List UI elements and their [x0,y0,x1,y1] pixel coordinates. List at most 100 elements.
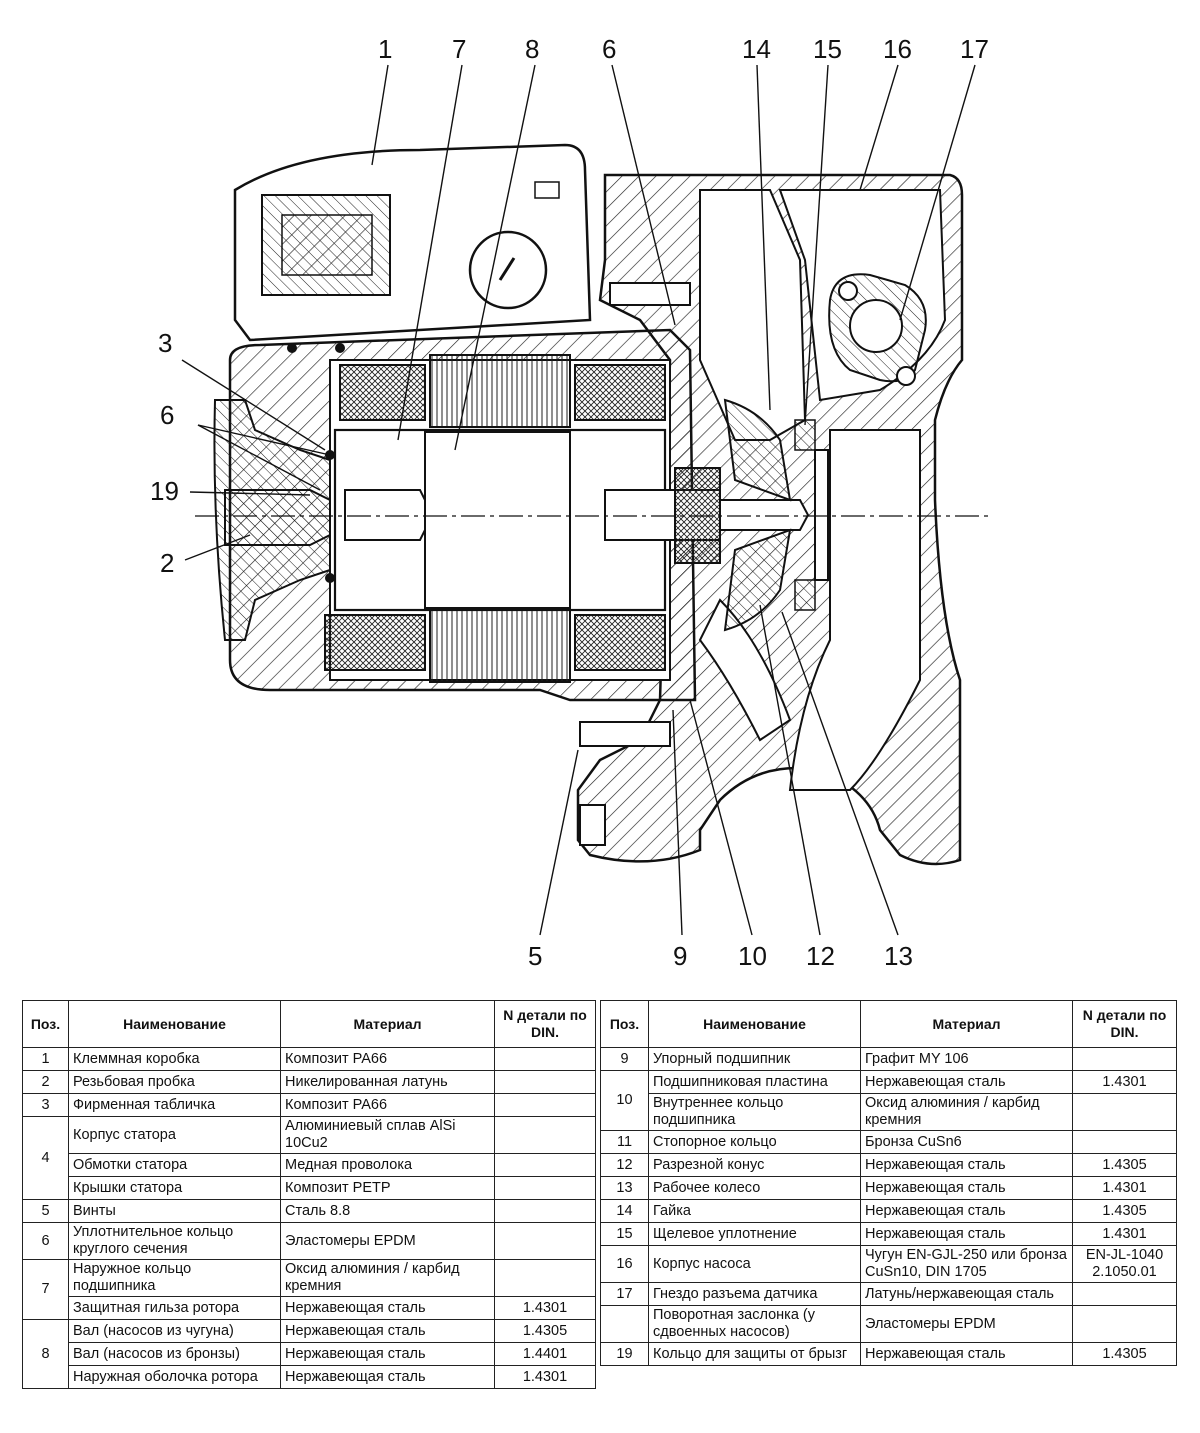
cell-din: EN-JL-1040 2.1050.01 [1072,1245,1177,1283]
cell-pos: 8 [22,1319,69,1389]
cell-din [494,1153,596,1177]
header-name: Наименование [68,1000,281,1048]
leader-lines [181,64,976,936]
cell-material: Латунь/нержавеющая сталь [860,1282,1073,1306]
cell-pos: 14 [600,1199,649,1223]
table-row: 12 Разрезной конус Нержавеющая сталь 1.4… [600,1153,1177,1177]
cell-din [1072,1305,1177,1343]
cell-name: Наружная оболочка ротора [68,1365,281,1389]
cell-din: 1.4301 [494,1296,596,1320]
cell-din: 1.4301 [1072,1070,1177,1094]
cell-name: Подшипниковая пластина [648,1070,861,1094]
cell-pos: 6 [22,1222,69,1260]
header-din: N детали по DIN. [1072,1000,1177,1048]
cell-name: Гайка [648,1199,861,1223]
table-row: 15 Щелевое уплотнение Нержавеющая сталь … [600,1222,1177,1246]
cell-name: Резьбовая пробка [68,1070,281,1094]
cell-pos: 2 [22,1070,69,1094]
cell-pos: 3 [22,1093,69,1117]
cell-name: Корпус насоса [648,1245,861,1283]
end-cap [213,343,345,641]
cell-pos: 7 [22,1259,69,1320]
cell-name: Вал (насосов из бронзы) [68,1342,281,1366]
cell-name: Вал (насосов из чугуна) [68,1319,281,1343]
cell-material: Алюминиевый сплав AlSi 10Cu2 [280,1116,495,1154]
cell-name: Фирменная табличка [68,1093,281,1117]
table-row: 13 Рабочее колесо Нержавеющая сталь 1.43… [600,1176,1177,1200]
cell-pos [600,1305,649,1343]
cell-pos: 12 [600,1153,649,1177]
cell-din: 1.4305 [494,1319,596,1343]
cell-pos: 17 [600,1282,649,1306]
cell-pos: 4 [22,1116,69,1200]
cell-name: Крышки статора [68,1176,281,1200]
cell-pos: 5 [22,1199,69,1223]
cell-din [1072,1130,1177,1154]
cell-pos: 9 [600,1047,649,1071]
callout-label: 5 [528,941,542,971]
table-row: 6 Уплотнительное кольцо круглого сечения… [22,1222,596,1260]
table-row: Обмотки статора Медная проволока [23,1153,596,1177]
cell-din [494,1047,596,1071]
cell-din [1072,1093,1177,1131]
table-row: Вал (насосов из бронзы) Нержавеющая стал… [23,1342,596,1366]
table-row: Защитная гильза ротора Нержавеющая сталь… [23,1296,596,1320]
cell-din: 1.4301 [1072,1222,1177,1246]
screws [579,282,691,846]
cell-material: Сталь 8.8 [280,1199,495,1223]
terminal-box [233,143,592,342]
callout-label: 10 [738,941,767,971]
cell-name: Щелевое уплотнение [648,1222,861,1246]
cell-material: Нержавеющая сталь [280,1342,495,1366]
table-row: Внутреннее кольцо подшипника Оксид алюми… [601,1093,1177,1131]
cell-material: Нержавеющая сталь [860,1199,1073,1223]
cell-din [494,1070,596,1094]
table-row: 14 Гайка Нержавеющая сталь 1.4305 [600,1199,1177,1223]
callout-label: 17 [960,34,989,64]
callout-label: 7 [452,34,466,64]
callout-label: 2 [160,548,174,578]
callout-label: 1 [378,34,392,64]
table-row: 1 Клеммная коробка Композит PA66 [22,1047,596,1071]
cell-material: Бронза CuSn6 [860,1130,1073,1154]
table-header-row: Поз. Наименование Материал N детали по D… [600,1000,1177,1048]
cell-material: Нержавеющая сталь [860,1153,1073,1177]
cell-pos: 16 [600,1245,649,1283]
table-row: 9 Упорный подшипник Графит MY 106 [600,1047,1177,1071]
cell-material: Композит PETP [280,1176,495,1200]
cell-name: Гнездо разъема датчика [648,1282,861,1306]
table-header-row: Поз. Наименование Материал N детали по D… [22,1000,596,1048]
cell-material: Нержавеющая сталь [860,1342,1073,1366]
cell-name: Внутреннее кольцо подшипника [648,1093,861,1131]
cell-material: Нержавеющая сталь [860,1222,1073,1246]
cell-din: 1.4305 [1072,1342,1177,1366]
header-material: Материал [280,1000,495,1048]
table-row: 19 Кольцо для защиты от брызг Нержавеюща… [600,1342,1177,1366]
cell-pos: 19 [600,1342,649,1366]
callout-labels: 1 7 8 6 14 15 16 17 3 6 19 2 5 9 10 12 1… [150,34,989,971]
cell-name: Рабочее колесо [648,1176,861,1200]
header-pos: Поз. [22,1000,69,1048]
cell-material: Композит PA66 [280,1093,495,1117]
callout-label: 6 [602,34,616,64]
cell-material: Никелированная латунь [280,1070,495,1094]
table-row: Поворотная заслонка (у сдвоенных насосов… [600,1305,1177,1343]
table-row: Наружная оболочка ротора Нержавеющая ста… [23,1365,596,1389]
callout-label: 13 [884,941,913,971]
cell-name: Обмотки статора [68,1153,281,1177]
cell-material: Графит MY 106 [860,1047,1073,1071]
table-row: 10 Подшипниковая пластина Нержавеющая ст… [600,1070,1177,1131]
cell-din [494,1116,596,1154]
cell-din [494,1176,596,1200]
cell-material: Оксид алюминия / карбид кремния [860,1093,1073,1131]
cell-material: Нержавеющая сталь [860,1070,1073,1094]
cell-name: Упорный подшипник [648,1047,861,1071]
cell-material: Эластомеры EPDM [280,1222,495,1260]
header-din: N детали по DIN. [494,1000,596,1048]
table-row: 7 Наружное кольцо подшипника Оксид алюми… [22,1259,596,1320]
cell-name: Стопорное кольцо [648,1130,861,1154]
cell-din: 1.4305 [1072,1199,1177,1223]
cell-din: 1.4301 [494,1365,596,1389]
callout-label: 16 [883,34,912,64]
cell-din [1072,1047,1177,1071]
